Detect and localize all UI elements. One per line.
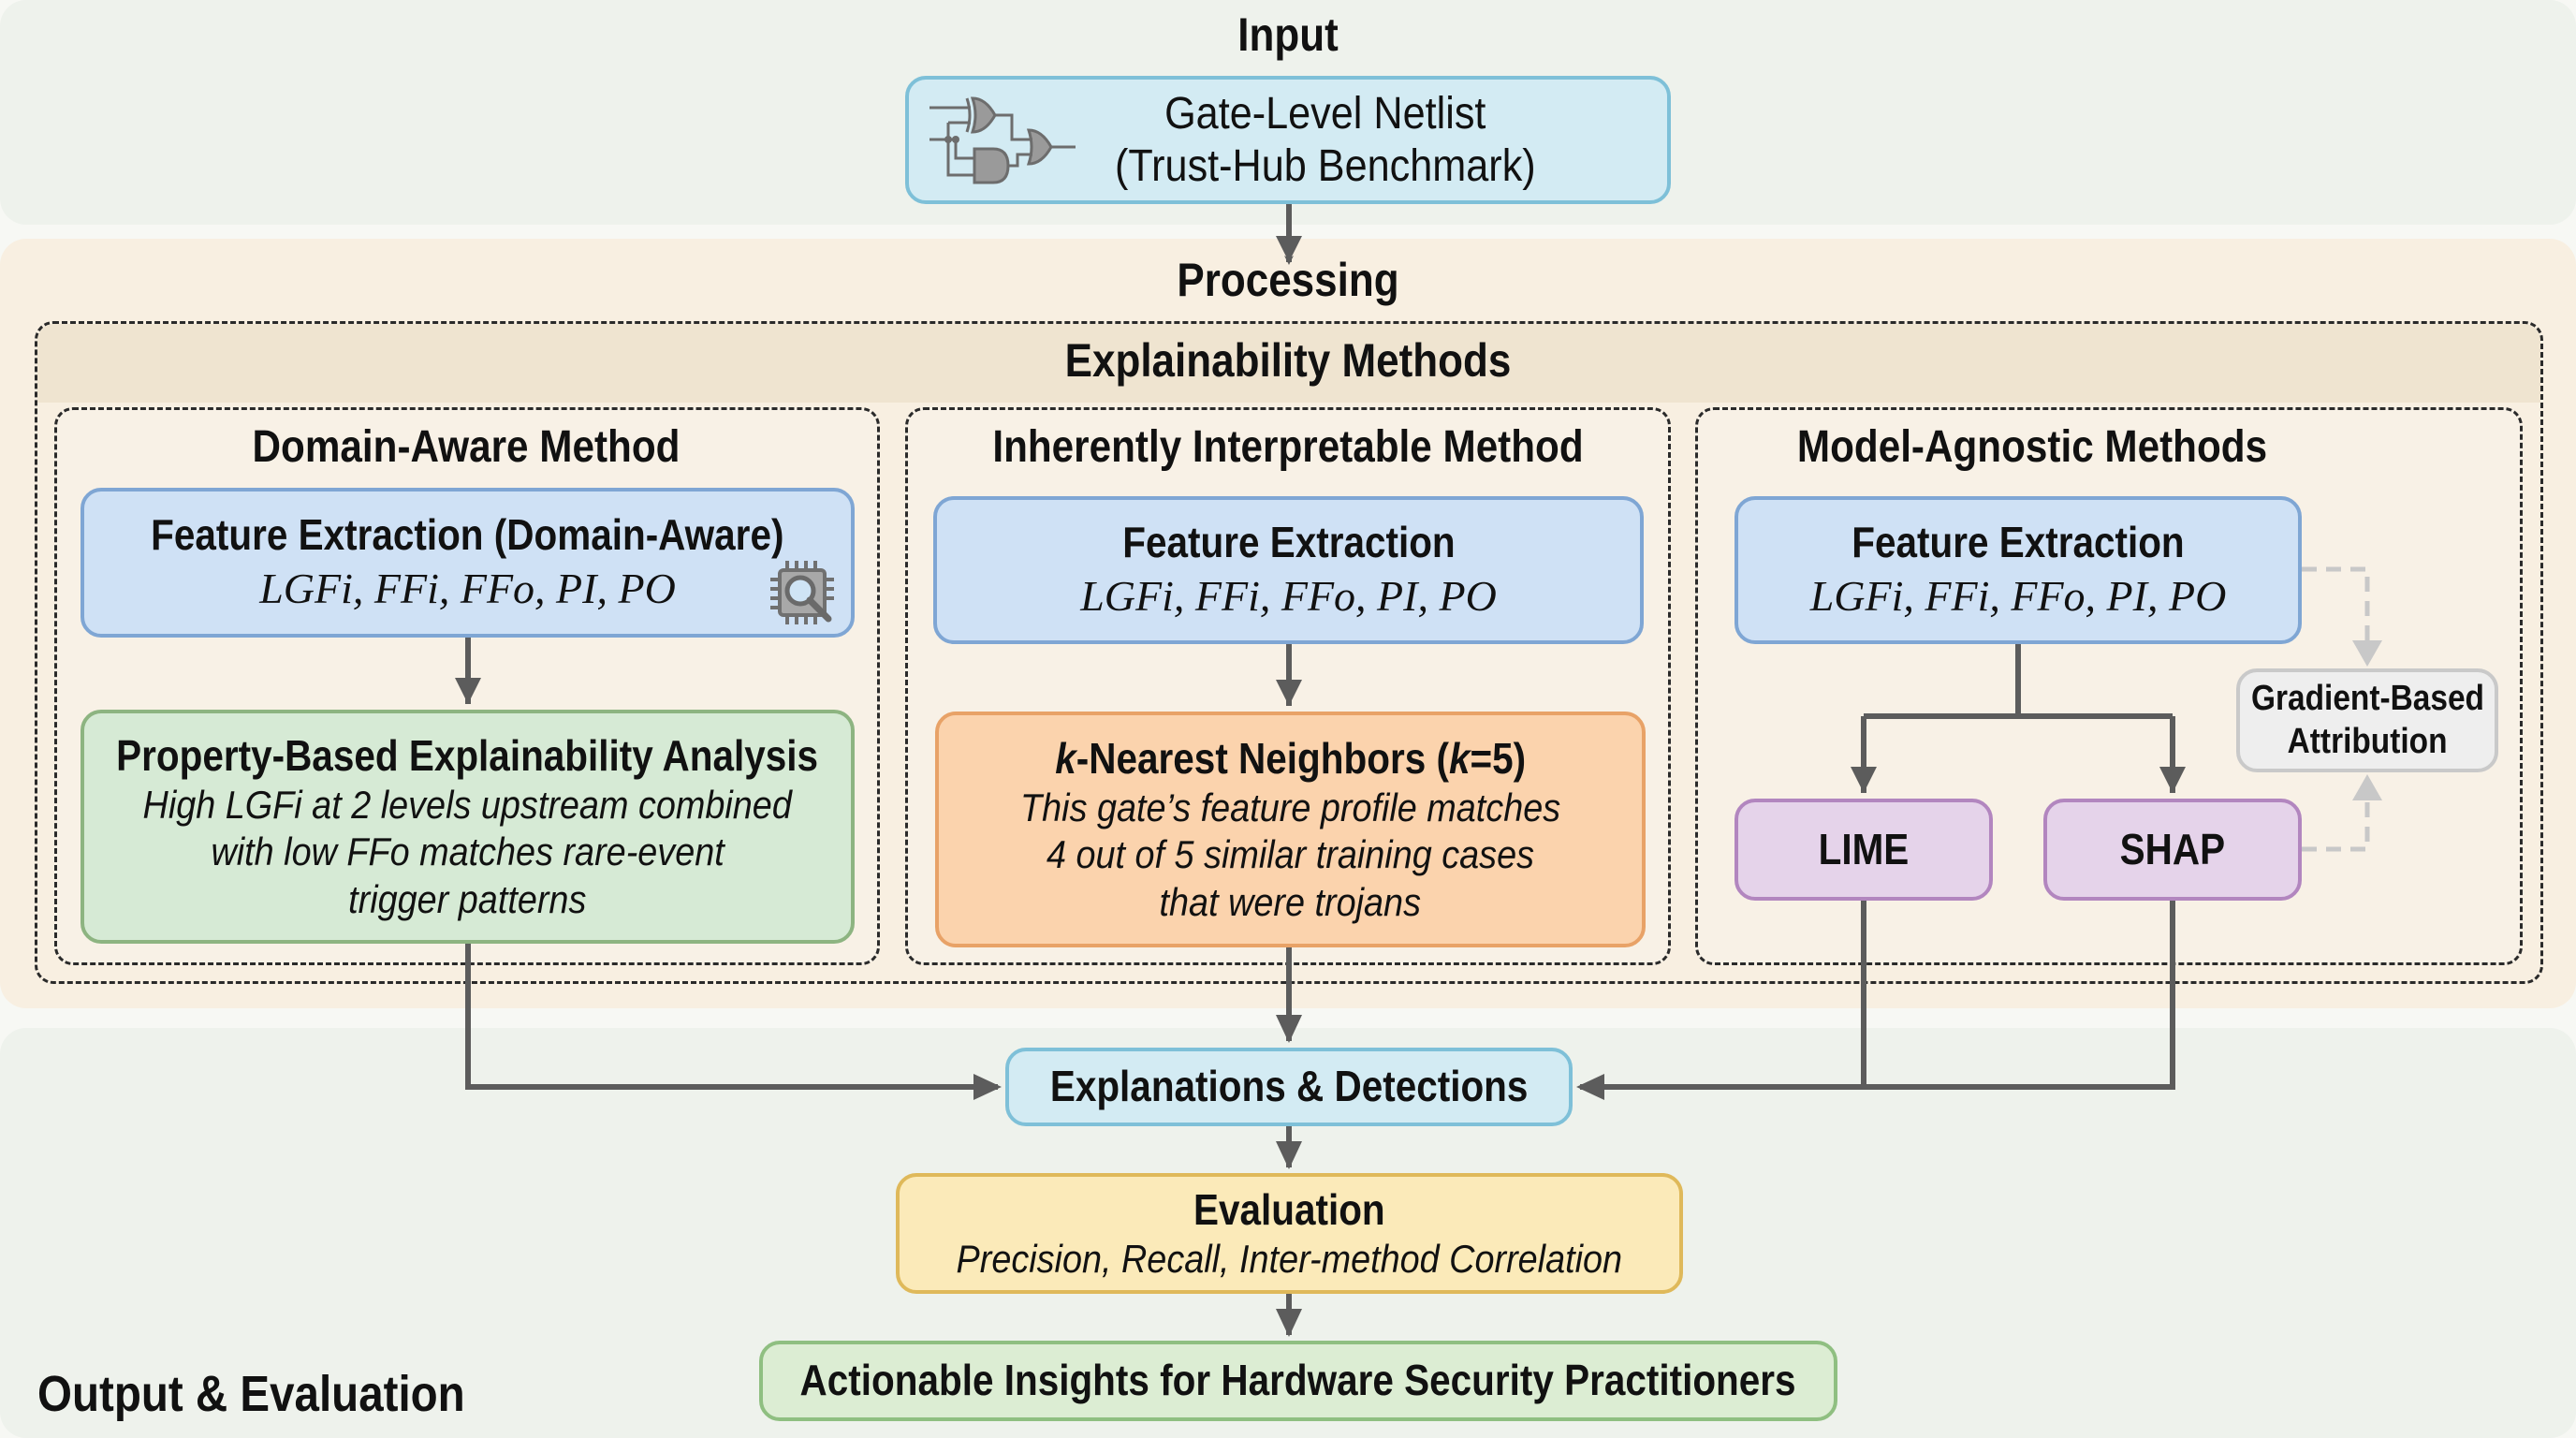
feature-extraction-title: Feature Extraction xyxy=(1852,517,2185,566)
feature-extraction-title: Feature Extraction xyxy=(1121,517,1456,566)
feature-extraction-interpretable-box[interactable]: Feature Extraction LGFi, FFi, FFo, PI, P… xyxy=(933,496,1644,644)
gradient-line-2: Attribution xyxy=(2287,721,2448,761)
knn-k-symbol: k xyxy=(1055,733,1076,783)
shap-box[interactable]: SHAP xyxy=(2043,799,2302,901)
actionable-insights-box[interactable]: Actionable Insights for Hardware Securit… xyxy=(759,1341,1837,1421)
logic-gates-icon xyxy=(929,96,1076,184)
property-analysis-title: Property-Based Explainability Analysis xyxy=(116,730,819,780)
property-analysis-line: trigger patterns xyxy=(348,876,587,921)
property-analysis-line: High LGFi at 2 levels upstream combined xyxy=(142,783,793,827)
output-section-title: Output & Evaluation xyxy=(37,1366,465,1422)
property-analysis-line: with low FFo matches rare-event xyxy=(211,829,724,874)
gradient-line-1: Gradient-Based xyxy=(2250,678,2484,718)
lime-label: LIME xyxy=(1818,824,1910,873)
explanations-detections-box[interactable]: Explanations & Detections xyxy=(1005,1048,1573,1126)
feature-list: LGFi, FFi, FFo, PI, PO xyxy=(259,564,676,612)
feature-extraction-title: Feature Extraction (Domain-Aware) xyxy=(151,509,784,559)
explainability-header-band xyxy=(37,324,2540,403)
knn-title-text: -Nearest Neighbors ( xyxy=(1076,733,1449,783)
evaluation-metrics: Precision, Recall, Inter-method Correlat… xyxy=(956,1236,1623,1281)
input-line-2: (Trust-Hub Benchmark) xyxy=(1115,140,1536,191)
gradient-attribution-box[interactable]: Gradient-Based Attribution xyxy=(2236,668,2498,772)
model-agnostic-title: Model-Agnostic Methods xyxy=(1796,422,2268,472)
feature-list: LGFi, FFi, FFo, PI, PO xyxy=(1080,571,1497,620)
processing-section-title: Processing xyxy=(1177,254,1399,306)
input-netlist-box[interactable]: Gate-Level Netlist (Trust-Hub Benchmark) xyxy=(905,76,1671,204)
feature-extraction-model-agnostic-box[interactable]: Feature Extraction LGFi, FFi, FFo, PI, P… xyxy=(1734,496,2302,644)
explainability-title: Explainability Methods xyxy=(1064,334,1512,387)
insights-label: Actionable Insights for Hardware Securit… xyxy=(799,1356,1797,1405)
knn-title: k-Nearest Neighbors (k=5) xyxy=(1055,733,1526,785)
feature-list: LGFi, FFi, FFo, PI, PO xyxy=(1809,571,2227,620)
shap-label: SHAP xyxy=(2119,824,2226,873)
chip-magnifier-icon xyxy=(770,561,834,624)
evaluation-title: Evaluation xyxy=(1193,1184,1385,1234)
knn-k-symbol: k xyxy=(1448,733,1471,783)
input-line-1: Gate-Level Netlist xyxy=(1164,89,1486,139)
explanations-label: Explanations & Detections xyxy=(1049,1062,1529,1111)
knn-line: This gate’s feature profile matches xyxy=(1019,785,1561,829)
feature-extraction-domain-aware-box[interactable]: Feature Extraction (Domain-Aware) LGFi, … xyxy=(80,488,855,638)
knn-k-value: =5) xyxy=(1470,733,1526,783)
knn-line: that were trojans xyxy=(1159,879,1422,924)
interpretable-title: Inherently Interpretable Method xyxy=(992,422,1584,472)
domain-aware-title: Domain-Aware Method xyxy=(252,422,681,472)
evaluation-box[interactable]: Evaluation Precision, Recall, Inter-meth… xyxy=(896,1173,1683,1294)
input-section-title: Input xyxy=(1237,8,1339,61)
knn-box[interactable]: k-Nearest Neighbors (k=5) This gate’s fe… xyxy=(935,712,1646,947)
property-based-analysis-box[interactable]: Property-Based Explainability Analysis H… xyxy=(80,710,855,944)
knn-line: 4 out of 5 similar training cases xyxy=(1046,832,1535,877)
lime-box[interactable]: LIME xyxy=(1734,799,1993,901)
